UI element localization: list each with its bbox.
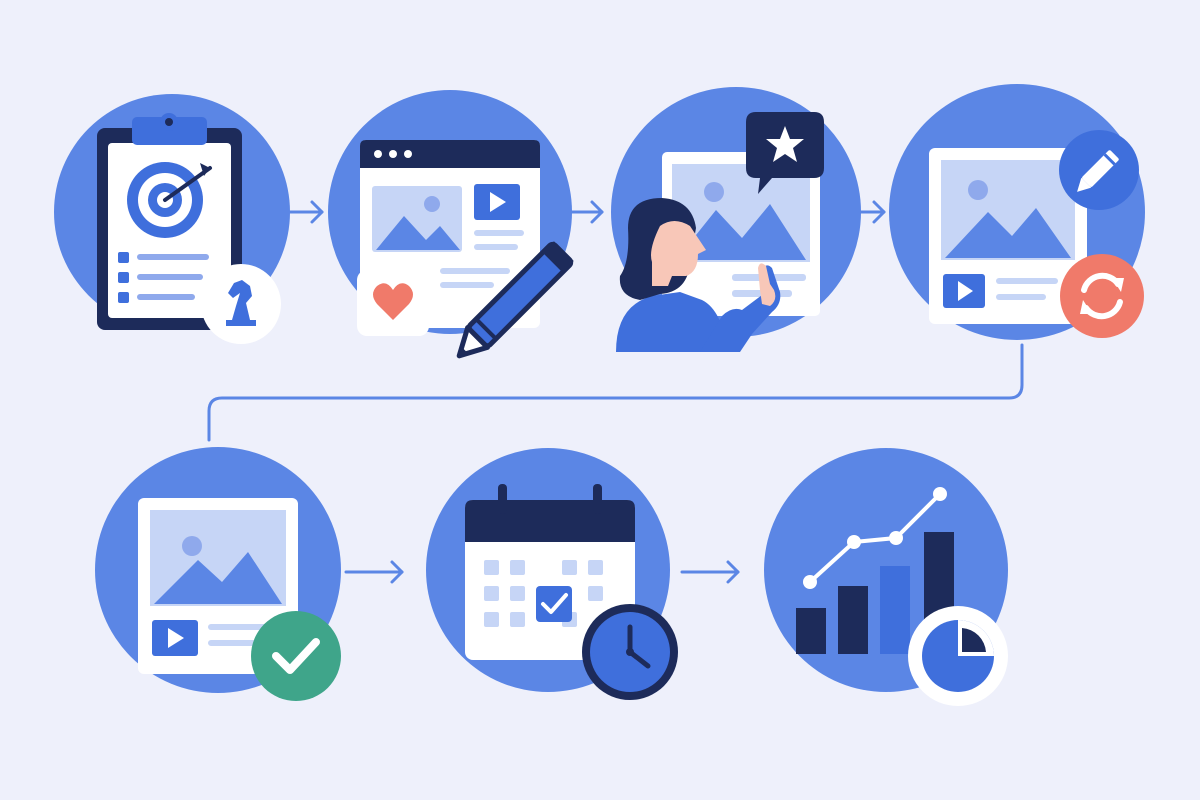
step-analyze (764, 448, 1008, 706)
heart-icon (357, 270, 429, 336)
step-strategy (54, 94, 290, 344)
content-card-icon (929, 148, 1087, 324)
star-speech-bubble-icon (746, 112, 824, 194)
person-reviewing-icon (616, 198, 781, 352)
connectors (207, 200, 1024, 584)
clipboard-target-icon (97, 113, 242, 330)
checkmark-icon (251, 611, 341, 701)
pencil-icon (456, 241, 574, 359)
step-schedule (426, 448, 678, 700)
arrow-right-icon (288, 200, 324, 224)
edit-pencil-icon (1059, 130, 1139, 210)
step-approve (95, 447, 341, 701)
clock-icon (582, 604, 678, 700)
content-card-icon (138, 498, 298, 674)
arrow-right-icon (344, 560, 404, 584)
pie-chart-icon (908, 606, 1008, 706)
elbow-connector (207, 343, 1024, 442)
chess-knight-icon (201, 264, 281, 344)
growth-chart-icon (796, 487, 954, 654)
arrow-right-icon (568, 200, 604, 224)
refresh-icon (1060, 254, 1144, 338)
step-review (611, 87, 861, 352)
arrow-right-icon (680, 560, 740, 584)
calendar-icon (465, 484, 635, 660)
step-create-content (328, 90, 574, 359)
step-edit-revise (889, 84, 1145, 340)
